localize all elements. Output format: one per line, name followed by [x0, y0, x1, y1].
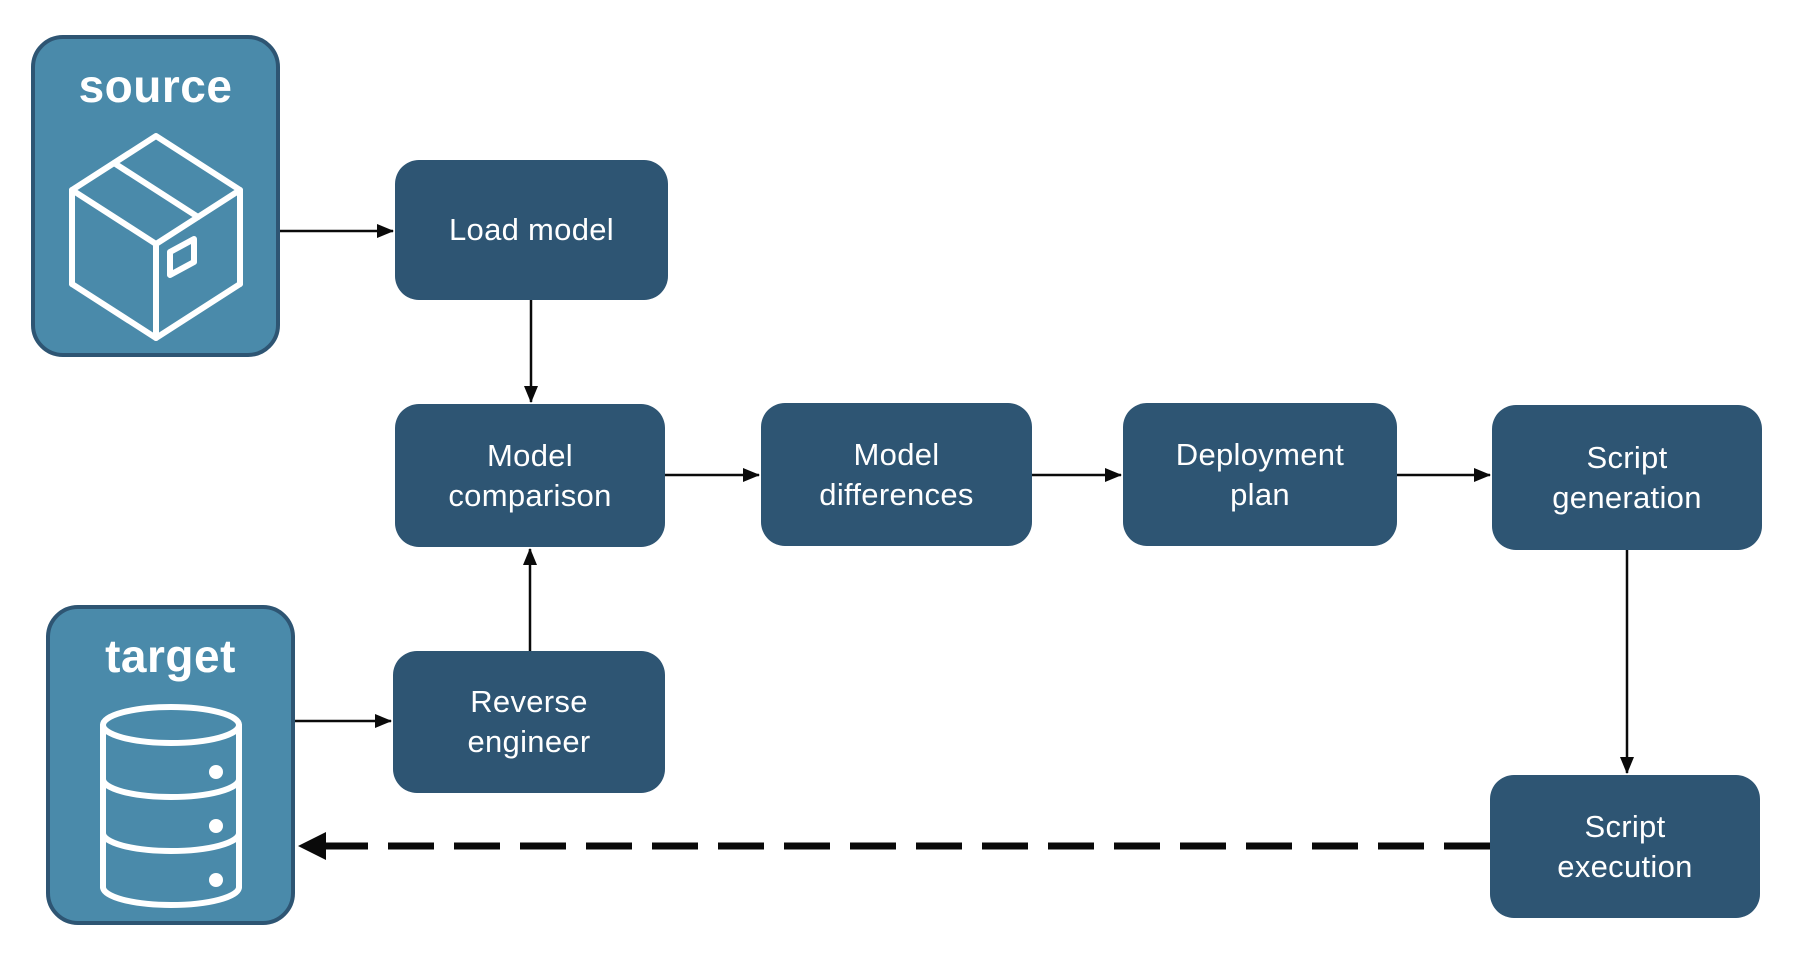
- node-script-execution: Script execution: [1490, 775, 1760, 918]
- node-script-generation-label: Script: [1586, 439, 1668, 475]
- database-icon: [99, 704, 242, 908]
- node-load-model: Load model: [395, 160, 668, 300]
- node-reverse-engineer-label: Reverse: [470, 684, 588, 719]
- node-model-differences: Model differences: [761, 403, 1032, 546]
- target-label: target: [105, 630, 236, 682]
- dashed-arrowhead: [298, 832, 326, 860]
- source-label: source: [78, 60, 233, 112]
- package-icon: [68, 133, 243, 341]
- target-container: target: [46, 605, 295, 925]
- source-container: source: [31, 35, 280, 357]
- node-model-differences-label: Model: [853, 436, 940, 472]
- node-deployment-plan-label: Deployment: [1175, 436, 1345, 472]
- node-script-execution-label: Script: [1584, 808, 1666, 844]
- node-reverse-engineer: Reverse engineer: [393, 651, 665, 793]
- node-script-generation: Script generation: [1492, 405, 1762, 550]
- node-deployment-plan: Deployment plan: [1123, 403, 1397, 546]
- node-model-comparison: Model comparison: [395, 404, 665, 547]
- node-load-model-label: Load model: [448, 212, 614, 247]
- node-model-comparison-label: Model: [487, 437, 573, 473]
